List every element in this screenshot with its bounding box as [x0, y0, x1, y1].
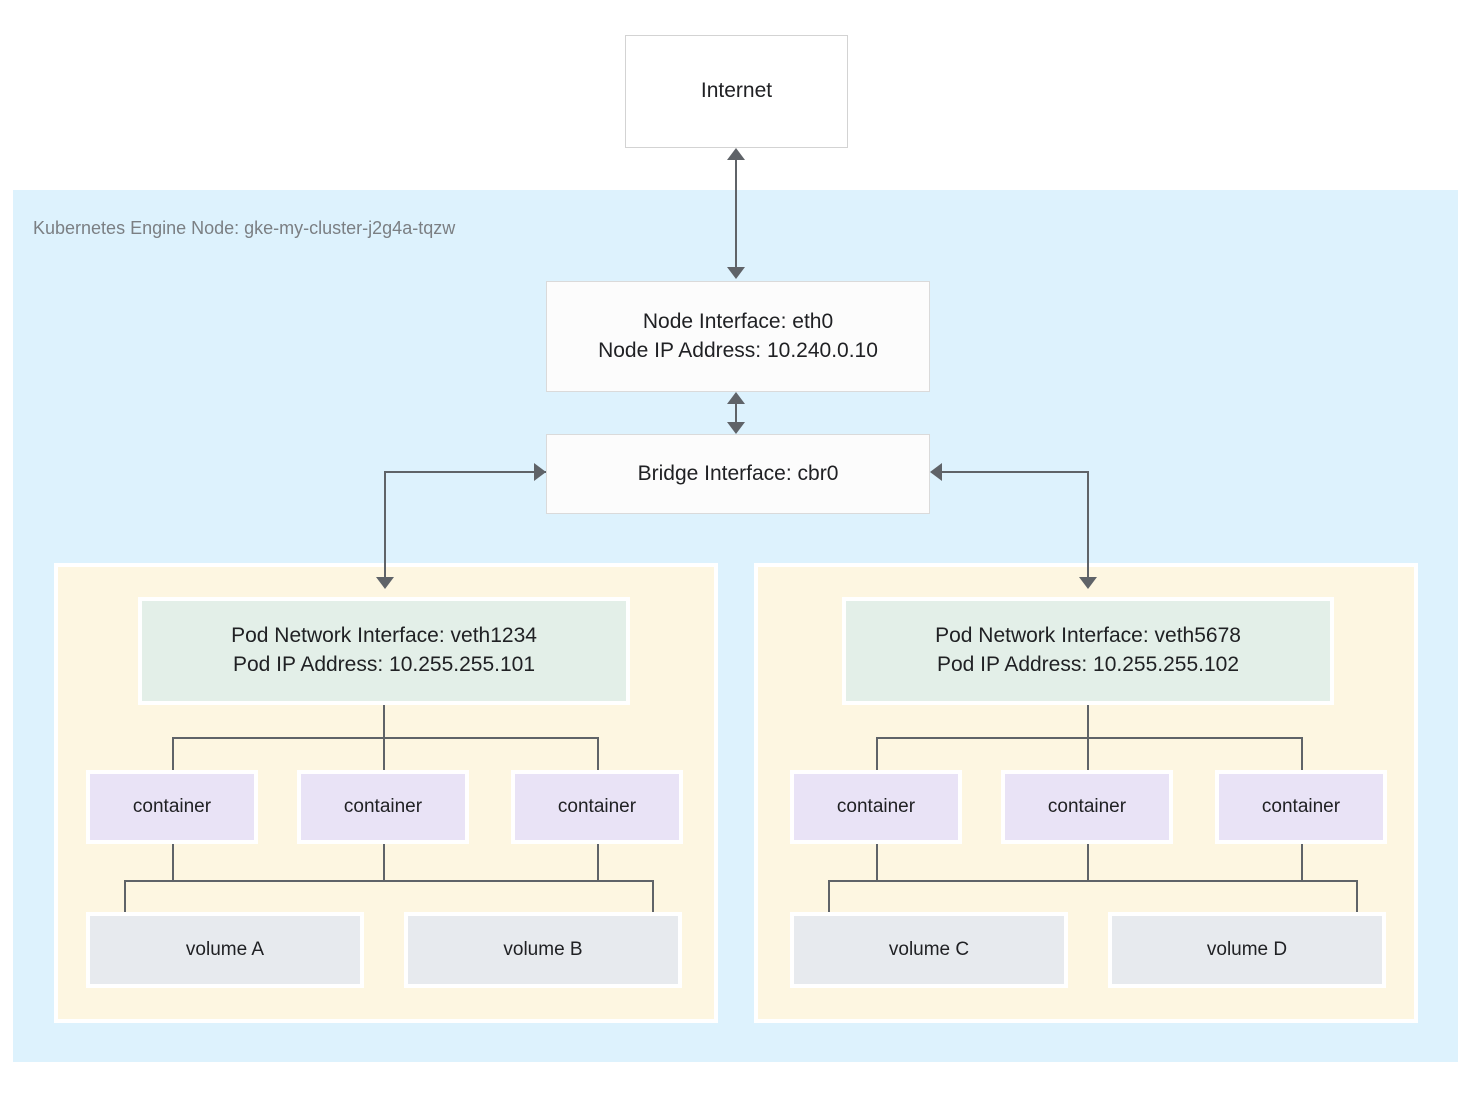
arrowhead-down-bridge	[727, 422, 745, 434]
pod2-container-1[interactable]: container	[790, 770, 962, 844]
arrowhead-down-into-pod2	[1079, 577, 1097, 589]
arrowhead-left-into-bridge	[930, 463, 942, 481]
pod2-interface-name: Pod Network Interface: veth5678	[935, 624, 1241, 648]
bridge-interface-label: Bridge Interface: cbr0	[637, 461, 839, 485]
volume-label: volume B	[503, 938, 583, 960]
container-label: container	[836, 795, 916, 817]
connector-bridge-to-pod1-vertical	[384, 471, 386, 579]
pod1-container-bus	[172, 737, 599, 739]
pod2-ip-address: Pod IP Address: 10.255.255.102	[936, 653, 1240, 676]
pod2-container-3[interactable]: container	[1215, 770, 1387, 844]
pod1-volume-a[interactable]: volume A	[86, 912, 364, 988]
pod1-container-1[interactable]: container	[86, 770, 258, 844]
internet-node[interactable]: Internet	[625, 35, 848, 148]
pod2-vol-stem-left	[876, 844, 878, 880]
pod1-vol-stem-center	[383, 844, 385, 880]
pod2-volume-d[interactable]: volume D	[1108, 912, 1386, 988]
pod1-volume-bus	[124, 880, 654, 882]
pod1-iface-stem	[383, 705, 385, 813]
node-interface-node[interactable]: Node Interface: eth0 Node IP Address: 10…	[546, 281, 930, 392]
arrowhead-down-node-interface	[727, 267, 745, 279]
arrowhead-down-into-pod1	[376, 577, 394, 589]
container-label: container	[1047, 795, 1127, 817]
container-label: container	[132, 795, 212, 817]
pod1-volume-drop-b	[652, 880, 654, 920]
connector-node-interface-to-bridge	[735, 396, 737, 430]
pod2-container-bus	[876, 737, 1303, 739]
pod-network-interface-1[interactable]: Pod Network Interface: veth1234 Pod IP A…	[138, 597, 630, 705]
pod1-interface-name: Pod Network Interface: veth1234	[231, 624, 537, 648]
pod2-container-2[interactable]: container	[1001, 770, 1173, 844]
container-label: container	[343, 795, 423, 817]
node-region-label: Kubernetes Engine Node: gke-my-cluster-j…	[33, 218, 456, 238]
pod2-vol-stem-right	[1301, 844, 1303, 880]
node-interface-name: Node Interface: eth0	[642, 309, 834, 333]
pod1-container-3[interactable]: container	[511, 770, 683, 844]
arrowhead-right-into-bridge	[534, 463, 546, 481]
pod1-volume-drop-a	[124, 880, 126, 920]
arrowhead-up-node-interface	[727, 392, 745, 404]
connector-bridge-to-pod2-vertical	[1087, 471, 1089, 579]
pod2-volume-drop-c	[828, 880, 830, 920]
container-label: container	[1261, 795, 1341, 817]
pod2-vol-stem-center	[1087, 844, 1089, 880]
volume-label: volume A	[185, 938, 265, 960]
pod2-volume-drop-d	[1356, 880, 1358, 920]
volume-label: volume D	[1206, 938, 1288, 960]
internet-label: Internet	[700, 79, 773, 103]
pod1-vol-stem-right	[597, 844, 599, 880]
pod1-ip-address: Pod IP Address: 10.255.255.101	[232, 653, 536, 676]
node-ip-address: Node IP Address: 10.240.0.10	[598, 338, 878, 362]
arrowhead-up-internet	[727, 148, 745, 160]
connector-internet-to-node-interface	[735, 152, 737, 277]
pod-network-interface-2[interactable]: Pod Network Interface: veth5678 Pod IP A…	[842, 597, 1334, 705]
pod1-container-2[interactable]: container	[297, 770, 469, 844]
connector-bridge-to-pod1-horizontal	[385, 471, 561, 473]
pod1-volume-b[interactable]: volume B	[404, 912, 682, 988]
container-label: container	[557, 795, 637, 817]
pod2-volume-c[interactable]: volume C	[790, 912, 1068, 988]
pod2-volume-bus	[828, 880, 1358, 882]
volume-label: volume C	[888, 938, 970, 960]
bridge-interface-node[interactable]: Bridge Interface: cbr0	[546, 434, 930, 514]
pod2-iface-stem	[1087, 705, 1089, 813]
pod1-vol-stem-left	[172, 844, 174, 880]
connector-bridge-to-pod2-horizontal	[942, 471, 1089, 473]
